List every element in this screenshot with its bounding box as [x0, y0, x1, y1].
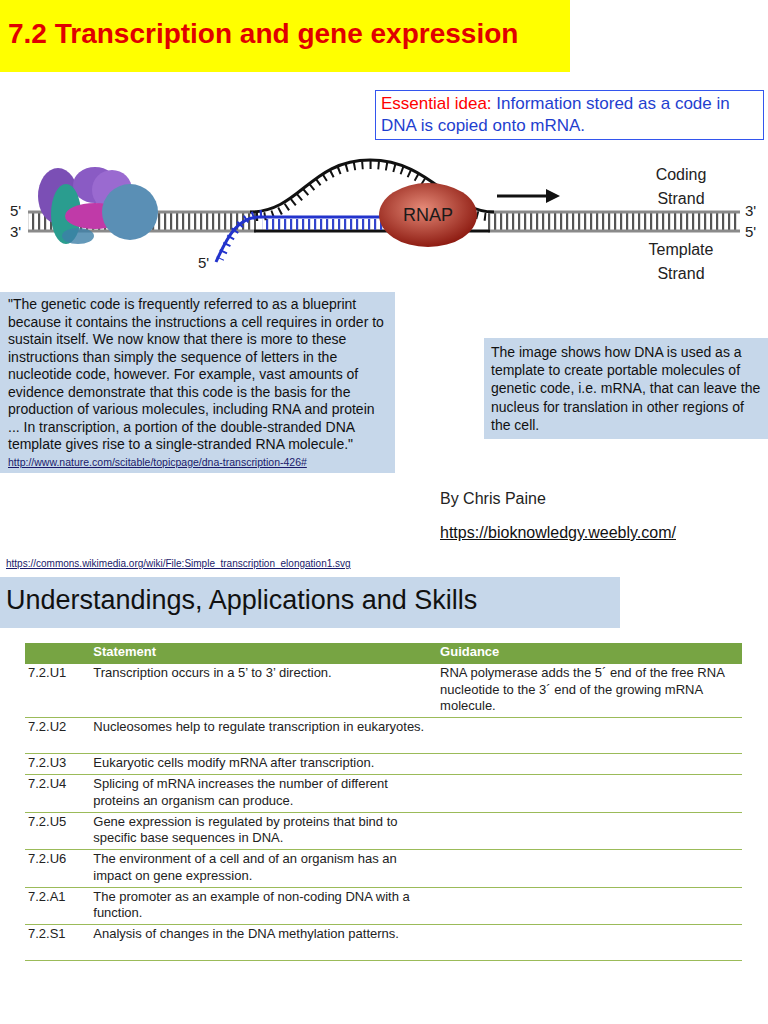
table-row: 7.2.U3 Eukaryotic cells modify mRNA after…: [25, 754, 742, 775]
header-cell: Guidance: [437, 643, 742, 664]
table-text: 7.2.U5: [28, 814, 66, 829]
quote-box: "The genetic code is frequently referred…: [0, 292, 395, 473]
code-cell: 7.2.U6: [25, 850, 90, 888]
strand-name: Coding Strand: [650, 163, 712, 211]
guidance-cell: [437, 718, 742, 754]
strand-end: 3': [745, 202, 756, 219]
header-cell: [25, 643, 90, 664]
table-row: 7.2.U1 Transcription occurs in a 5’ to 3’…: [25, 664, 742, 718]
table-heading: Guidance: [440, 644, 499, 659]
table-text: Nucleosomes help to regulate transcripti…: [93, 719, 424, 734]
statement-cell: Nucleosomes help to regulate transcripti…: [90, 718, 437, 754]
title-banner: [0, 0, 570, 72]
header-cell: Statement: [90, 643, 437, 664]
table-row: 7.2.U5 Gene expression is regulated by pr…: [25, 812, 742, 850]
node-subtext: http://www.nature.com/scitable/topicpage…: [8, 456, 387, 469]
website-link: https://bioknowledgy.weebly.com/: [440, 524, 676, 542]
node-text: "The genetic code is frequently referred…: [8, 296, 387, 454]
table-text: The environment of a cell and of an orga…: [93, 851, 397, 882]
table-text: 7.2.U6: [28, 851, 66, 866]
statement-cell: Transcription occurs in a 5’ to 3’ direc…: [90, 664, 437, 718]
essential-idea-box: Essential idea: Information stored as a …: [375, 90, 764, 140]
understandings-table: Statement Guidance 7.2.U1 Transcription occ…: [25, 643, 742, 961]
guidance-cell: [437, 812, 742, 850]
table-heading: Statement: [93, 644, 156, 659]
image-explanation-box: The image shows how DNA is used as a tem…: [484, 338, 768, 439]
table-text: Eukaryotic cells modify mRNA after trans…: [93, 755, 374, 770]
table-row: 7.2.U2 Nucleosomes help to regulate trans…: [25, 718, 742, 754]
direction-arrow: [497, 189, 560, 203]
statement-cell: Gene expression is regulated by proteins…: [90, 812, 437, 850]
table-text: Analysis of changes in the DNA methylati…: [93, 926, 399, 941]
guidance-cell: [437, 850, 742, 888]
table-text: Transcription occurs in a 5’ to 3’ direc…: [93, 665, 331, 680]
table-text: 7.2.A1: [28, 889, 66, 904]
node-text: Understandings, Applications and Skills: [6, 585, 614, 616]
protein-complex: [38, 167, 158, 244]
code-cell: 7.2.U3: [25, 754, 90, 775]
table-row: 7.2.U6 The environment of a cell and of a…: [25, 850, 742, 888]
guidance-cell: [437, 754, 742, 775]
rna-end: 5': [198, 254, 209, 271]
strand-end: 5': [10, 202, 21, 219]
author-credit: By Chris Paine: [440, 490, 546, 508]
table-text: 7.2.U2: [28, 719, 66, 734]
guidance-cell: RNA polymerase adds the 5´ end of the fr…: [437, 664, 742, 718]
table-header-row: Statement Guidance: [25, 643, 742, 664]
node-text: RNAP: [403, 205, 453, 226]
statement-cell: Eukaryotic cells modify mRNA after trans…: [90, 754, 437, 775]
table-text: 7.2.U4: [28, 776, 66, 791]
table-row: 7.2.A1 The promoter as an example of non-…: [25, 887, 742, 925]
statement-cell: The environment of a cell and of an orga…: [90, 850, 437, 888]
image-source-link: https://commons.wikimedia.org/wiki/File:…: [6, 558, 351, 569]
code-cell: 7.2.A1: [25, 887, 90, 925]
strand-end: 5': [745, 223, 756, 240]
code-cell: 7.2.U5: [25, 812, 90, 850]
guidance-cell: [437, 887, 742, 925]
code-cell: 7.2.U1: [25, 664, 90, 718]
statement-cell: The promoter as an example of non-coding…: [90, 887, 437, 925]
statement-cell: Analysis of changes in the DNA methylati…: [90, 925, 437, 961]
statement-cell: Splicing of mRNA increases the number of…: [90, 775, 437, 813]
table-text: Splicing of mRNA increases the number of…: [93, 776, 388, 807]
strand-end: 3': [10, 223, 21, 240]
table-text: Gene expression is regulated by proteins…: [93, 814, 397, 845]
node-text: The image shows how DNA is used as a tem…: [491, 343, 761, 434]
table-text: RNA polymerase adds the 5´ end of the fr…: [440, 665, 724, 713]
section-band: Understandings, Applications and Skills: [0, 577, 620, 628]
node-text: Essential idea:: [381, 94, 492, 113]
code-cell: 7.2.S1: [25, 925, 90, 961]
table-text: 7.2.U3: [28, 755, 66, 770]
guidance-cell: [437, 775, 742, 813]
code-cell: 7.2.U4: [25, 775, 90, 813]
strand-name: Template Strand: [642, 238, 720, 286]
rnap-enzyme: RNAP: [378, 182, 478, 248]
table-row: 7.2.S1 Analysis of changes in the DNA met…: [25, 925, 742, 961]
table-text: 7.2.S1: [28, 926, 66, 941]
table-text: The promoter as an example of non-coding…: [93, 889, 410, 920]
dna-ladder: [28, 160, 740, 262]
table-row: 7.2.U4 Splicing of mRNA increases the num…: [25, 775, 742, 813]
title-text: 7.2 Transcription and gene expression: [8, 18, 518, 50]
table-text: 7.2.U1: [28, 665, 66, 680]
code-cell: 7.2.U2: [25, 718, 90, 754]
guidance-cell: [437, 925, 742, 961]
